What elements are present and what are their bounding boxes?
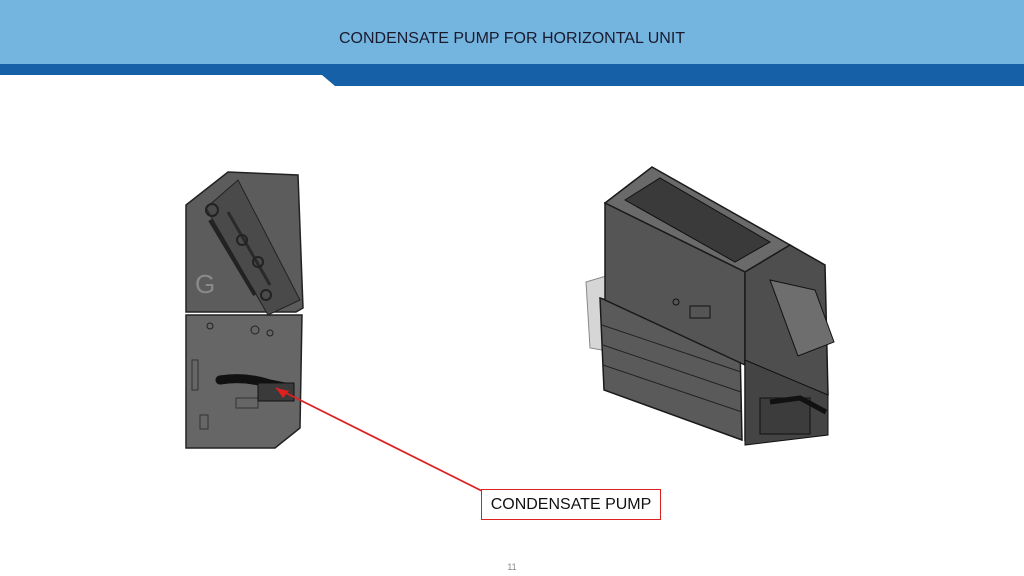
side-panel-letter: G: [195, 269, 215, 299]
unit-side-view: G: [185, 171, 304, 449]
condensate-pump-callout: CONDENSATE PUMP: [481, 489, 661, 520]
slide-title: CONDENSATE PUMP FOR HORIZONTAL UNIT: [338, 30, 686, 47]
callout-leader-line: [275, 387, 483, 492]
header-bar: [0, 0, 1024, 64]
header-accent-band: [0, 64, 1024, 86]
unit-isometric-view: [585, 166, 835, 446]
page-number: 11: [507, 562, 517, 572]
